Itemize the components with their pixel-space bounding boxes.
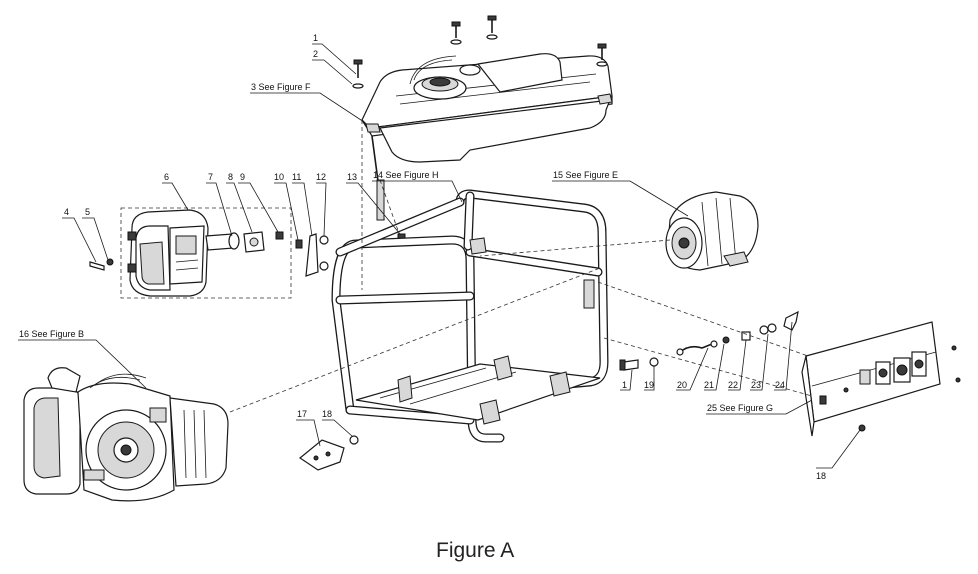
alignment-lines [229,120,813,413]
callout-9: 9 [240,172,245,182]
muffler [127,209,209,297]
washer-part-23 [759,323,777,335]
figure-caption: Figure A [436,539,514,562]
exhaust-pipe [205,232,240,251]
bracket-part-11 [305,233,319,277]
callout-18-left: 18 [322,409,332,419]
callout-18-right: 18 [816,471,826,481]
callout-14: 14 See Figure H [373,170,439,180]
callout-2-top: 2 [313,49,318,59]
callout-22: 22 [728,380,738,390]
callout-24: 24 [775,380,785,390]
nut-part-12 [319,235,329,271]
wing-nut-part-24 [783,310,799,331]
leader-lines [18,43,861,469]
exhaust-gasket [243,231,265,253]
nut-part-22 [741,331,751,341]
callout-7: 7 [208,172,213,182]
nut-part-9 [275,231,284,240]
callout-15: 15 See Figure E [553,170,618,180]
callout-3: 3 See Figure F [251,82,311,92]
callout-8: 8 [228,172,233,182]
callout-16: 16 See Figure B [19,329,84,339]
bolt-part-10 [295,239,303,249]
washer-part-21 [722,336,730,344]
wire-part-20 [676,340,718,356]
control-panel [801,321,961,437]
washer-part-19 [649,357,659,367]
tank-bolt-3 [596,43,608,67]
tank-bolt-2 [486,15,498,40]
callout-1-top: 1 [313,33,318,43]
callout-4: 4 [64,207,69,217]
tank-bolt-1 [450,21,462,45]
callout-10: 10 [274,172,284,182]
callout-20: 20 [677,380,687,390]
callout-19: 19 [644,380,654,390]
callout-23: 23 [751,380,761,390]
bolt-part-1 [352,59,364,89]
bolt-part-4-5 [89,258,114,271]
callout-1-right: 1 [622,380,627,390]
fuel-tank [361,53,613,163]
callout-5: 5 [85,207,90,217]
callout-17: 17 [297,409,307,419]
callout-21: 21 [704,380,714,390]
callout-13: 13 [347,172,357,182]
muffler-assembly-group [120,207,292,299]
frame [331,189,609,443]
bolt-part-1-right [619,359,639,371]
callout-labels: 1 2 3 See Figure F 4 5 6 7 8 9 10 11 12 … [19,33,826,481]
callout-12: 12 [316,172,326,182]
fuel-hose [371,135,406,241]
alternator [665,191,759,271]
callout-6: 6 [164,172,169,182]
callout-11: 11 [292,172,301,182]
bracket-part-17 [298,439,345,471]
engine [23,367,229,502]
callout-25: 25 See Figure G [707,403,773,413]
nut-part-18-left [349,435,359,445]
